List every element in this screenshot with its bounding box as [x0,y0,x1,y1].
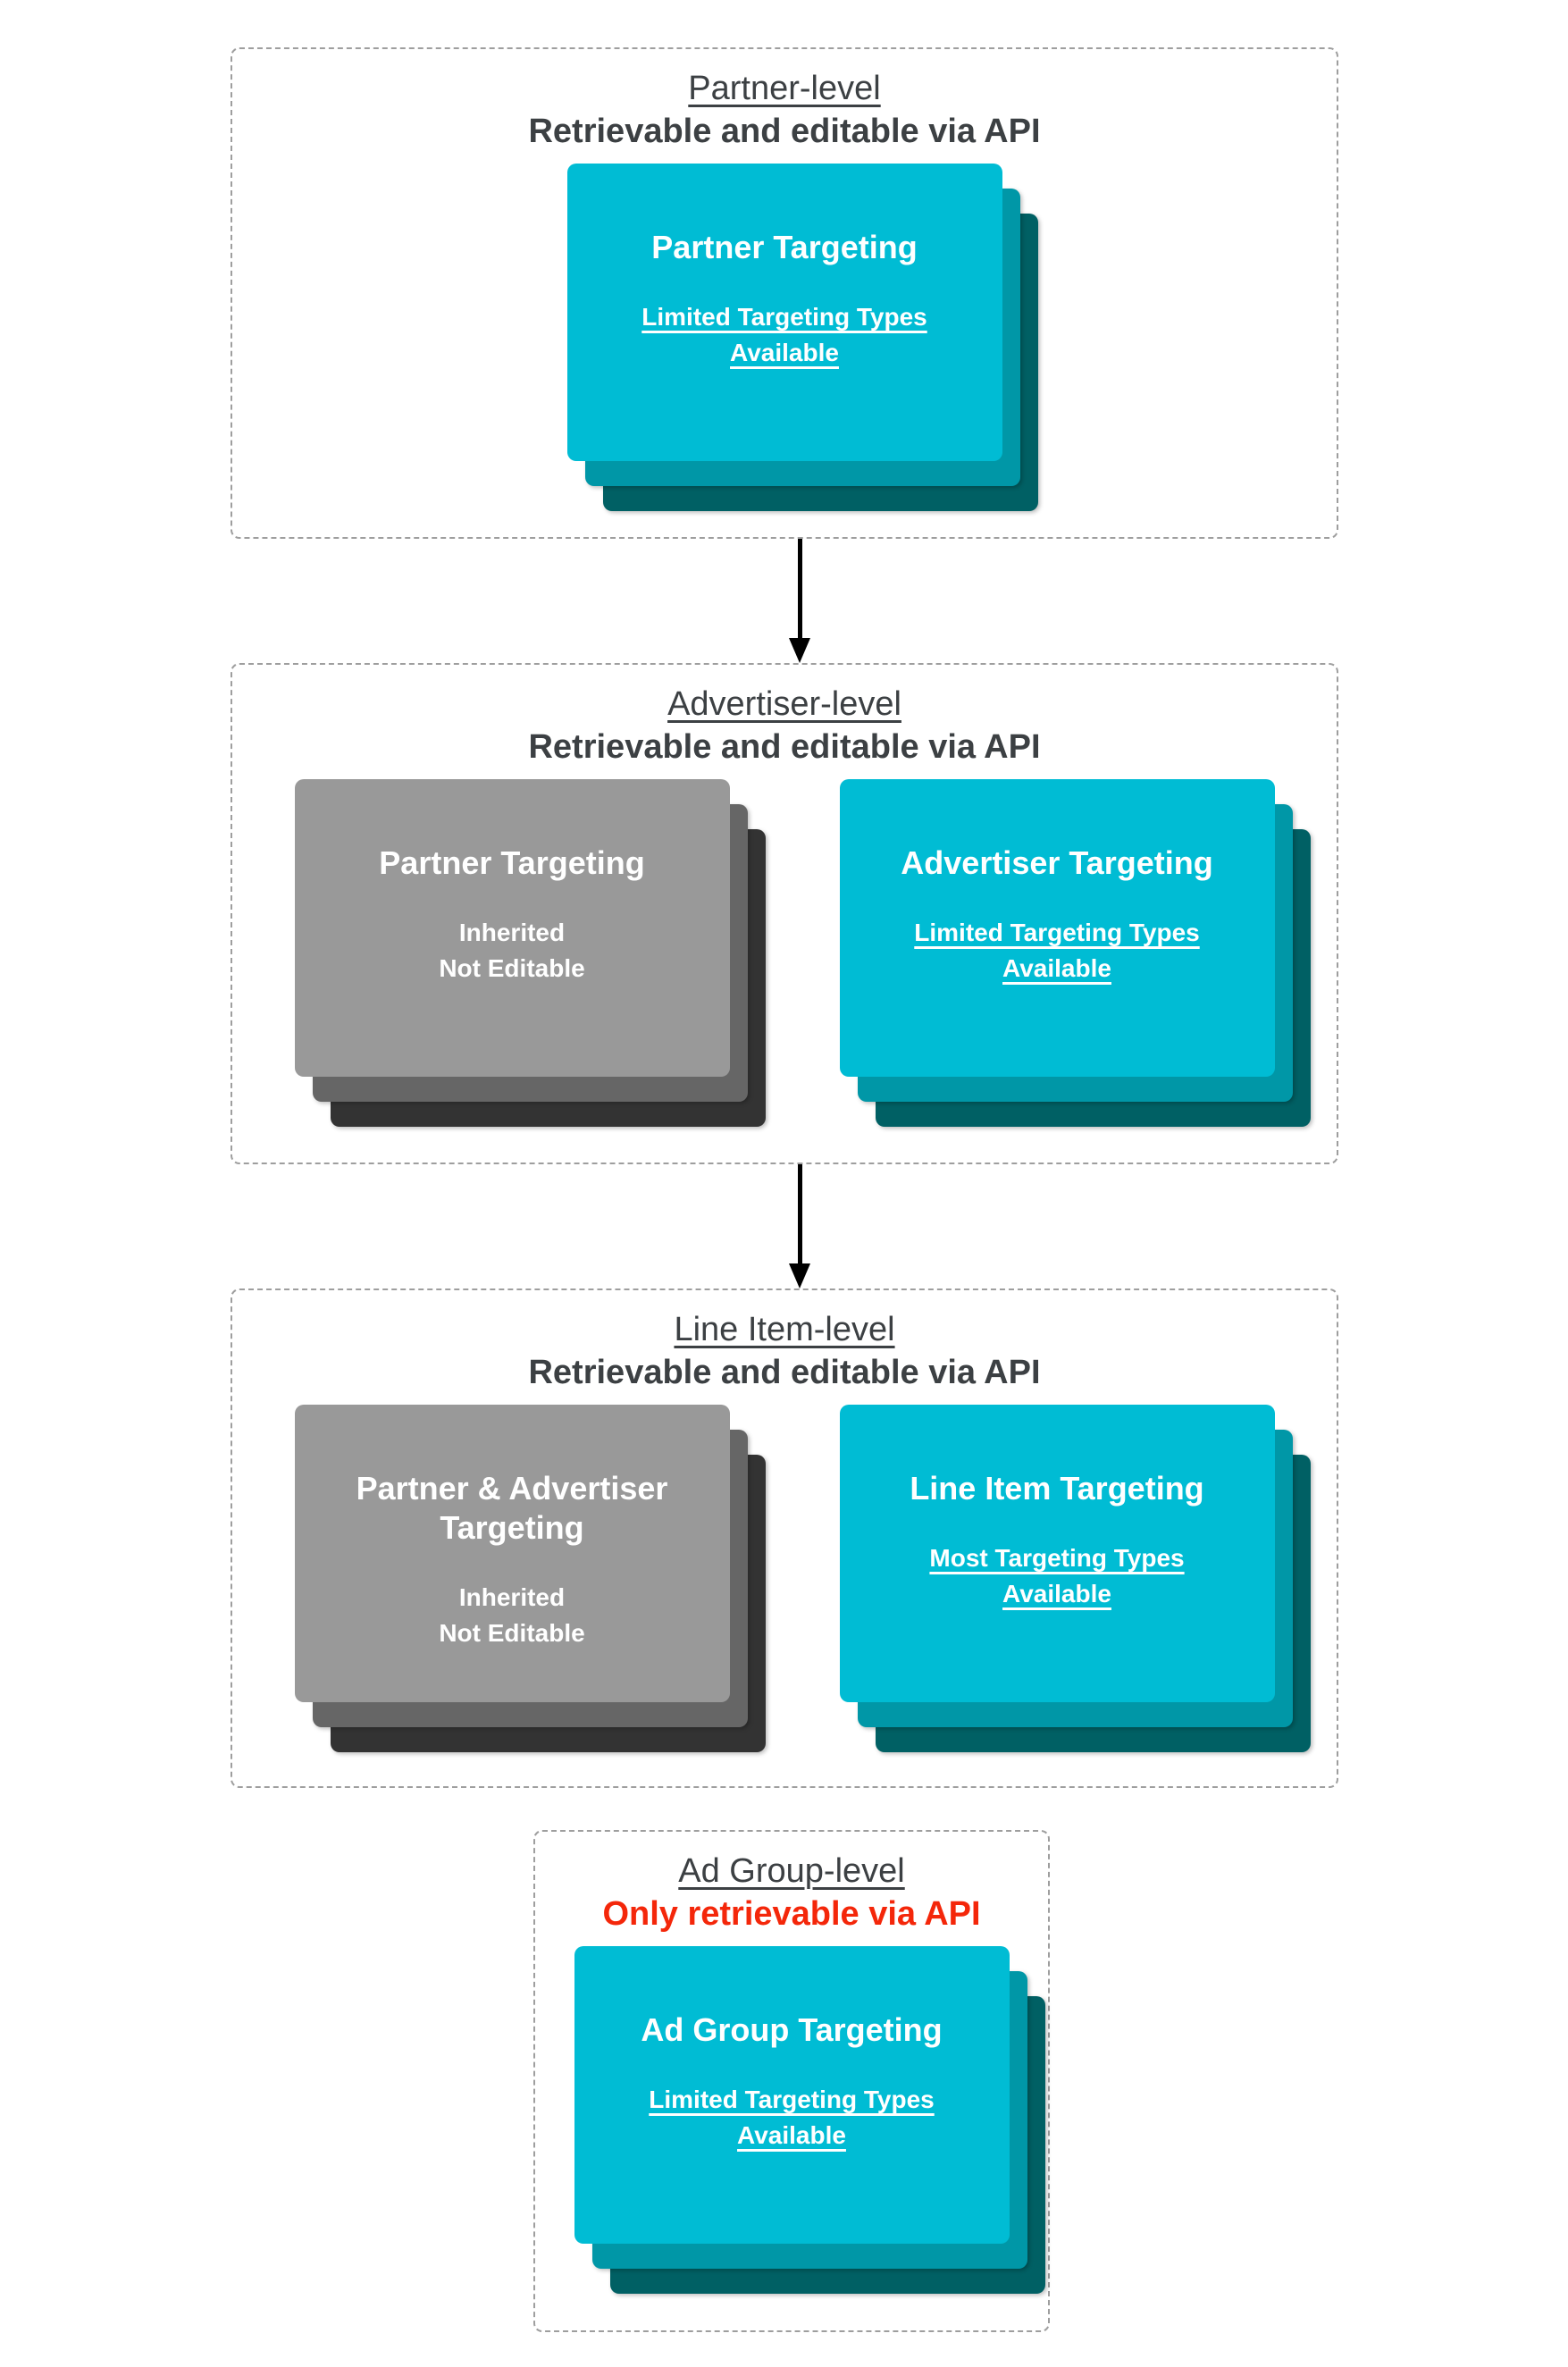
section-ad-group-level: Ad Group-level Only retrievable via API … [533,1830,1050,2332]
card-body: Inherited Not Editable [439,919,585,982]
card-title: Partner Targeting [379,844,645,881]
card-face: Partner Targeting Limited Targeting Type… [566,164,1002,461]
section-partner-level: Partner-level Retrievable and editable v… [231,47,1338,539]
card-title: Partner & Advertiser Targeting [356,1470,668,1546]
card-body-link: Most Targeting Types Available [929,1544,1185,1607]
arrow-shaft [797,539,802,639]
card-advertiser-targeting: Advertiser Targeting Limited Targeting T… [839,779,1311,1127]
card-title: Partner Targeting [651,229,918,265]
arrow-head [789,1263,810,1288]
section-title: Ad Group-level [678,1852,905,1890]
card-face: Partner Targeting Inherited Not Editable [294,779,730,1077]
card-ad-group-targeting: Ad Group Targeting Limited Targeting Typ… [574,1946,1045,2294]
card-partner-targeting: Partner Targeting Limited Targeting Type… [566,164,1038,511]
arrow-shaft [797,1164,802,1264]
arrow-down-icon [789,539,810,663]
card-partner-advertiser-targeting-inherited: Partner & Advertiser Targeting Inherited… [294,1405,766,1752]
cards-row: Partner & Advertiser Targeting Inherited… [294,1405,1311,1752]
card-face: Ad Group Targeting Limited Targeting Typ… [574,1946,1010,2244]
section-title: Advertiser-level [667,685,901,723]
arrow-down-icon [789,1164,810,1288]
card-title: Line Item Targeting [910,1470,1204,1507]
card-body: Inherited Not Editable [439,1583,585,1647]
card-face: Line Item Targeting Most Targeting Types… [839,1405,1275,1702]
card-body-link: Limited Targeting Types Available [914,919,1200,982]
card-title: Ad Group Targeting [641,2011,943,2048]
card-face: Partner & Advertiser Targeting Inherited… [294,1405,730,1702]
section-subtitle: Retrievable and editable via API [528,728,1041,766]
card-title: Advertiser Targeting [901,844,1213,881]
section-advertiser-level: Advertiser-level Retrievable and editabl… [231,663,1338,1164]
section-subtitle: Only retrievable via API [602,1895,981,1933]
arrow-head [789,638,810,663]
section-title: Partner-level [688,70,881,107]
cards-row: Partner Targeting Limited Targeting Type… [566,164,1038,511]
card-partner-targeting-inherited: Partner Targeting Inherited Not Editable [294,779,766,1127]
cards-row: Ad Group Targeting Limited Targeting Typ… [574,1946,1045,2294]
cards-row: Partner Targeting Inherited Not Editable… [294,779,1311,1127]
section-subtitle: Retrievable and editable via API [528,1354,1041,1391]
section-line-item-level: Line Item-level Retrievable and editable… [231,1288,1338,1788]
card-body-link: Limited Targeting Types Available [641,303,927,366]
section-title: Line Item-level [674,1311,895,1348]
card-line-item-targeting: Line Item Targeting Most Targeting Types… [839,1405,1311,1752]
card-body-link: Limited Targeting Types Available [649,2086,935,2149]
card-face: Advertiser Targeting Limited Targeting T… [839,779,1275,1077]
section-subtitle: Retrievable and editable via API [528,113,1041,150]
